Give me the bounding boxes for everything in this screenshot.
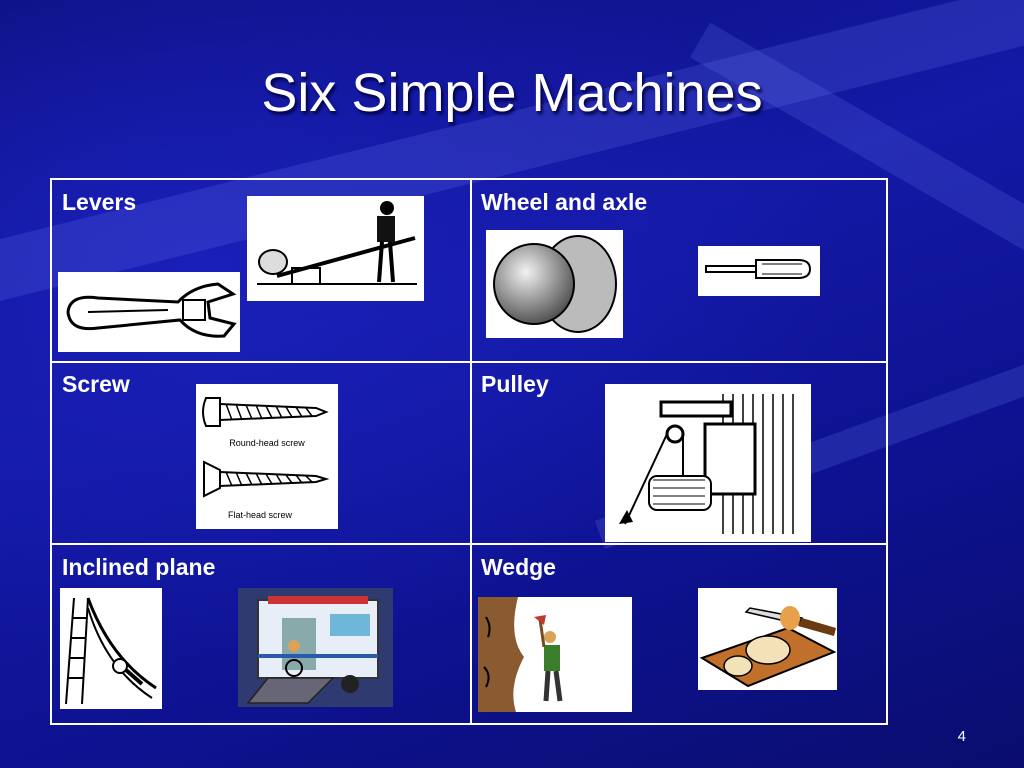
cell-label-wheel-and-axle: Wheel and axle	[481, 189, 648, 215]
pulley-image	[605, 384, 811, 542]
machines-table	[50, 178, 888, 725]
page-number: 4	[957, 728, 966, 745]
round-head-screw-caption: Round-head screw	[229, 438, 305, 448]
knife-cutting-bread-image	[698, 588, 837, 690]
screws-image: Round-head screw Flat-head screw	[196, 384, 338, 529]
screwdriver-image	[698, 246, 820, 296]
grid-divider-horizontal	[52, 543, 886, 545]
slide-ladder-image	[60, 588, 162, 709]
cell-label-screw: Screw	[62, 371, 130, 397]
wrench-image	[58, 272, 240, 352]
cell-label-pulley: Pulley	[481, 371, 549, 397]
cell-label-levers: Levers	[62, 189, 137, 215]
cell-label-wedge: Wedge	[481, 554, 556, 580]
grid-divider-horizontal	[52, 361, 886, 363]
grid-divider-vertical	[470, 180, 472, 723]
wheelchair-ramp-bus-image	[238, 588, 393, 707]
flat-head-screw-caption: Flat-head screw	[228, 510, 293, 520]
cell-label-inclined-plane: Inclined plane	[62, 554, 216, 580]
axe-chopping-tree-image	[478, 597, 632, 712]
slide-title: Six Simple Machines	[261, 63, 763, 123]
seesaw-lever-image	[247, 196, 424, 301]
doorknob-image	[486, 230, 623, 338]
